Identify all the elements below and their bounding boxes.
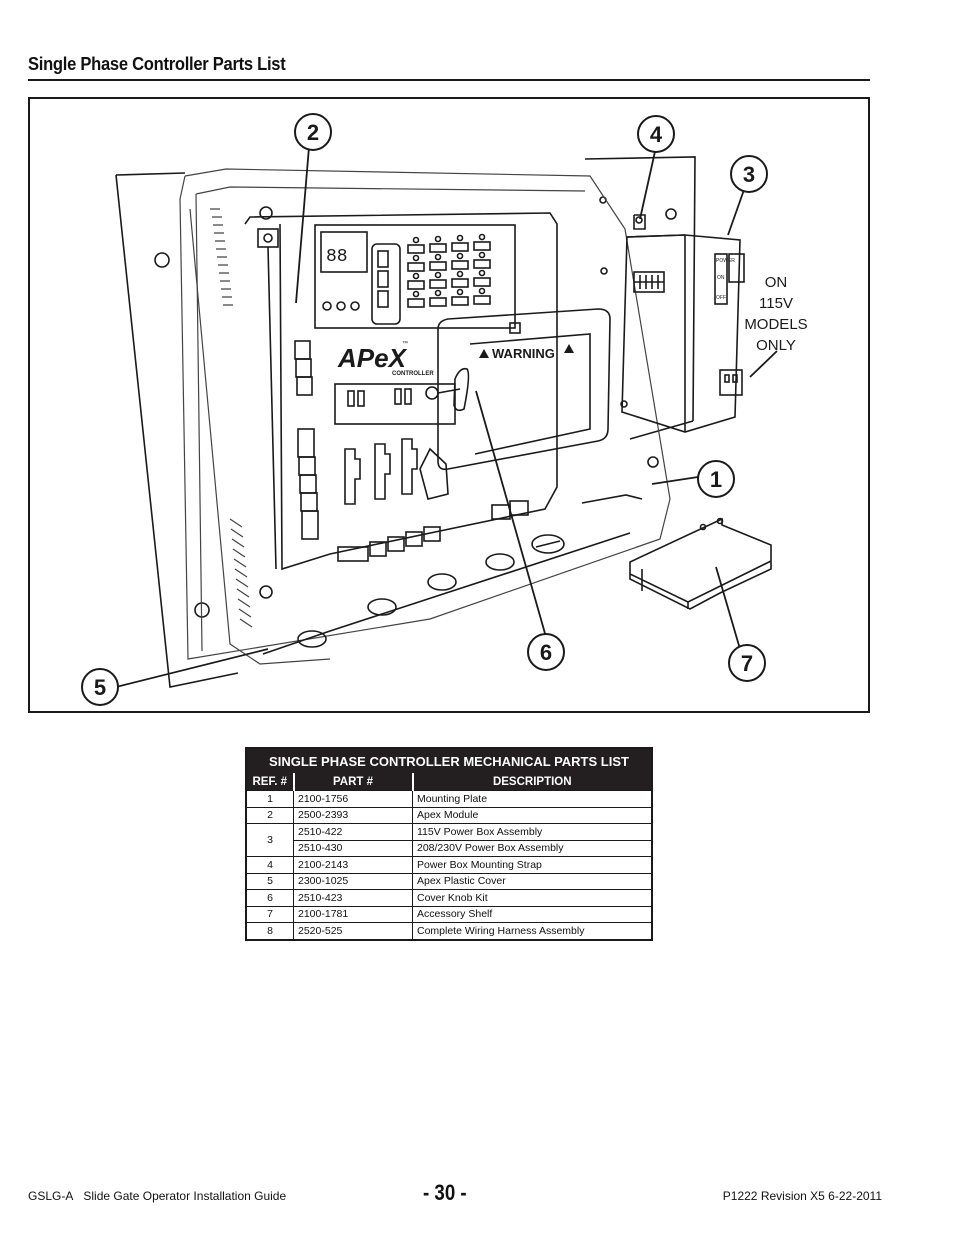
- title-divider: [28, 79, 870, 81]
- description-cell: Power Box Mounting Strap: [412, 856, 653, 874]
- callout-number: 5: [94, 675, 106, 700]
- callout-number: 1: [710, 467, 722, 492]
- doc-code: GSLG-A: [28, 1189, 74, 1203]
- revision-info: P1222 Revision X5 6-22-2011: [722, 1189, 882, 1203]
- callout-circle: [294, 113, 332, 151]
- callout-circle: [728, 644, 766, 682]
- voltage-note: ON 115V MODELS ONLY: [744, 274, 807, 354]
- column-header-part: PART #: [292, 773, 413, 791]
- part-cell: 2100-1781: [293, 905, 413, 923]
- callouts: 1 2 3 4 5 6 7: [81, 113, 768, 706]
- on-label: ON: [717, 275, 725, 281]
- power-box: [620, 208, 745, 433]
- description-cell: 208/230V Power Box Assembly: [412, 839, 653, 857]
- section-title: Single Phase Controller Parts List: [28, 54, 286, 74]
- description-cell: 115V Power Box Assembly: [412, 823, 653, 841]
- part-cell: 2510-423: [293, 889, 413, 907]
- callout-2: 2: [294, 113, 332, 151]
- ref-cell: 6: [245, 889, 294, 907]
- note-line: MODELS: [744, 316, 807, 333]
- table-row: 3 2510-422 115V Power Box Assembly: [245, 823, 653, 857]
- table-row: 1 2100-1756 Mounting Plate: [245, 790, 653, 808]
- ref-cell: 3: [245, 823, 294, 857]
- column-header-ref: REF. #: [246, 773, 294, 791]
- table-row: 2510-430 208/230V Power Box Assembly: [246, 839, 653, 857]
- knob-cover: [419, 308, 611, 500]
- table-row: 7 2100-1781 Accessory Shelf: [245, 905, 653, 923]
- part-cell: 2520-525: [293, 922, 413, 940]
- callout-circle: [637, 115, 675, 153]
- callout-circle: [81, 668, 119, 706]
- leader-lines: [115, 146, 778, 688]
- callout-6: 6: [527, 633, 565, 671]
- callout-number: 6: [540, 640, 552, 665]
- warning-text: WARNING: [492, 346, 555, 361]
- table-row: 8 2520-525 Complete Wiring Harness Assem…: [245, 922, 653, 940]
- callout-circle: [527, 633, 565, 671]
- power-label: POWER: [716, 258, 735, 264]
- description-cell: Cover Knob Kit: [412, 889, 653, 907]
- digit-display: 88: [326, 247, 348, 267]
- off-label: OFF: [716, 295, 726, 301]
- ref-cell: 8: [245, 922, 294, 940]
- table-row: 4 2100-2143 Power Box Mounting Strap: [245, 856, 653, 874]
- led-button-grid: [407, 233, 491, 308]
- table-caption: SINGLE PHASE CONTROLLER MECHANICAL PARTS…: [246, 748, 652, 773]
- page-number: - 30 -: [423, 1180, 467, 1205]
- column-header-description: DESCRIPTION: [411, 773, 652, 791]
- doc-title: Slide Gate Operator Installation Guide: [83, 1189, 287, 1203]
- table-row: 2 2500-2393 Apex Module: [245, 806, 653, 824]
- callout-3: 3: [730, 155, 768, 193]
- table-row: 5 2300-1025 Apex Plastic Cover: [245, 872, 653, 890]
- power-switch-labels: POWER ON OFF: [716, 258, 735, 301]
- warning-triangle-icon: [479, 349, 489, 358]
- part-cell: 2100-2143: [293, 856, 413, 874]
- callout-number: 7: [741, 651, 753, 676]
- description-cell: Apex Plastic Cover: [412, 872, 653, 890]
- exploded-parts-diagram: 88: [28, 97, 870, 713]
- description-cell: Mounting Plate: [412, 790, 653, 808]
- warning-label: WARNING: [479, 344, 574, 361]
- warning-triangle-icon: [564, 344, 574, 353]
- ref-cell: 7: [245, 905, 294, 923]
- callout-number: 3: [743, 162, 755, 187]
- callout-7: 7: [728, 644, 766, 682]
- apex-logo-text: APeX: [337, 343, 408, 373]
- part-cell: 2510-422: [293, 823, 413, 841]
- part-cell: 2500-2393: [293, 806, 413, 824]
- note-line: ON: [765, 274, 788, 291]
- plastic-cover: [179, 168, 671, 665]
- apex-tm: ™: [402, 340, 408, 347]
- ref-cell: 5: [245, 872, 294, 890]
- knockouts: [262, 532, 631, 655]
- callout-circle: [730, 155, 768, 193]
- table-row: 6 2510-423 Cover Knob Kit: [245, 889, 653, 907]
- footer-doc-info: GSLG-A Slide Gate Operator Installation …: [28, 1189, 286, 1203]
- part-cell: 2300-1025: [293, 872, 413, 890]
- callout-4: 4: [637, 115, 675, 153]
- callout-circle: [697, 460, 735, 498]
- callout-number: 4: [650, 122, 663, 147]
- note-line: ONLY: [756, 337, 796, 354]
- ref-cell: 2: [245, 806, 294, 824]
- description-cell: Accessory Shelf: [412, 905, 653, 923]
- part-cell: 2510-430: [293, 839, 413, 857]
- description-cell: Complete Wiring Harness Assembly: [412, 922, 653, 940]
- mounting-plate: [115, 156, 696, 688]
- note-line: 115V: [759, 295, 793, 312]
- accessory-shelf: [629, 517, 772, 610]
- diagram-canvas: 88: [81, 113, 808, 706]
- ref-cell: 4: [245, 856, 294, 874]
- description-cell: Apex Module: [412, 806, 653, 824]
- apex-controller-text: CONTROLLER: [392, 371, 434, 377]
- callout-number: 2: [307, 120, 319, 145]
- callout-1: 1: [697, 460, 735, 498]
- parts-table: SINGLE PHASE CONTROLLER MECHANICAL PARTS…: [245, 747, 653, 941]
- apex-logo: APeX ™ CONTROLLER: [337, 340, 434, 377]
- part-cell: 2100-1756: [293, 790, 413, 808]
- callout-5: 5: [81, 668, 119, 706]
- apex-module: 88: [244, 206, 558, 599]
- ref-cell: 1: [245, 790, 294, 808]
